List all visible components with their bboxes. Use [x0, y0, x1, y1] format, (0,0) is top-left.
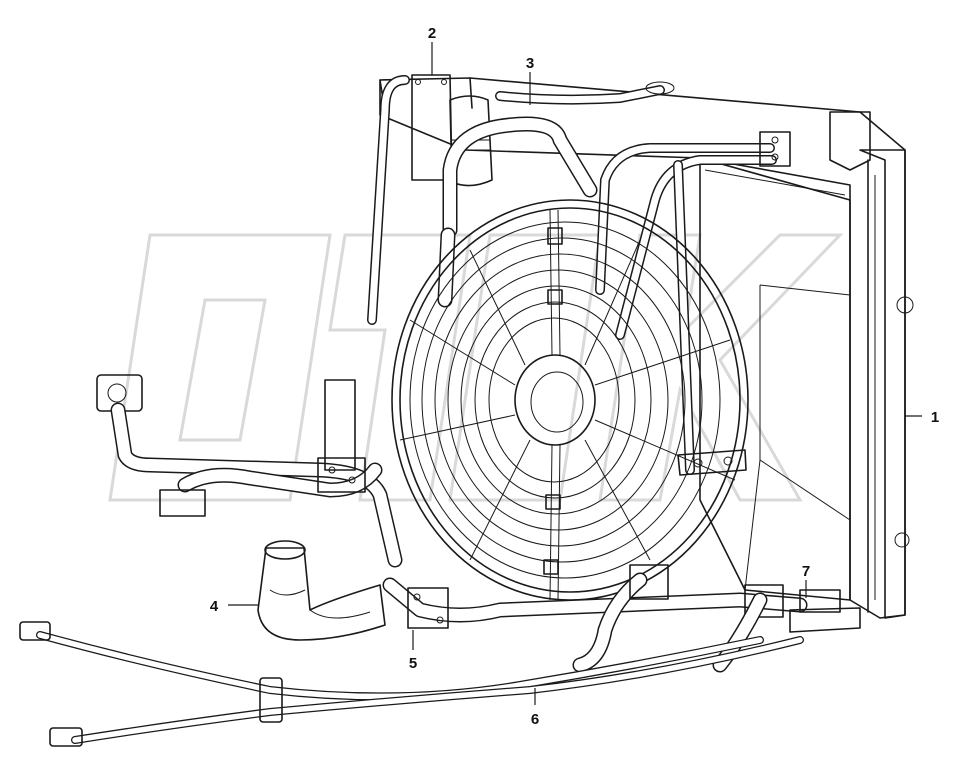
callout-2: 2: [428, 25, 436, 42]
lower-elbow-hose: [257, 540, 386, 641]
leader-lines: [228, 42, 922, 705]
lower-pipework: [382, 564, 861, 673]
expansion-tank: [367, 74, 493, 325]
callout-1: 1: [931, 409, 939, 426]
callout-3: 3: [526, 55, 534, 72]
radiator-frame: [379, 77, 914, 619]
callout-7: 7: [802, 563, 810, 580]
long-hoses: [19, 621, 804, 747]
callout-5: 5: [409, 655, 417, 672]
callout-6: 6: [531, 711, 539, 728]
left-pipework: [96, 374, 403, 568]
upper-hose: [437, 81, 791, 475]
callout-4: 4: [210, 598, 219, 615]
callouts: 1 2 3 4 5 6 7: [210, 25, 939, 728]
